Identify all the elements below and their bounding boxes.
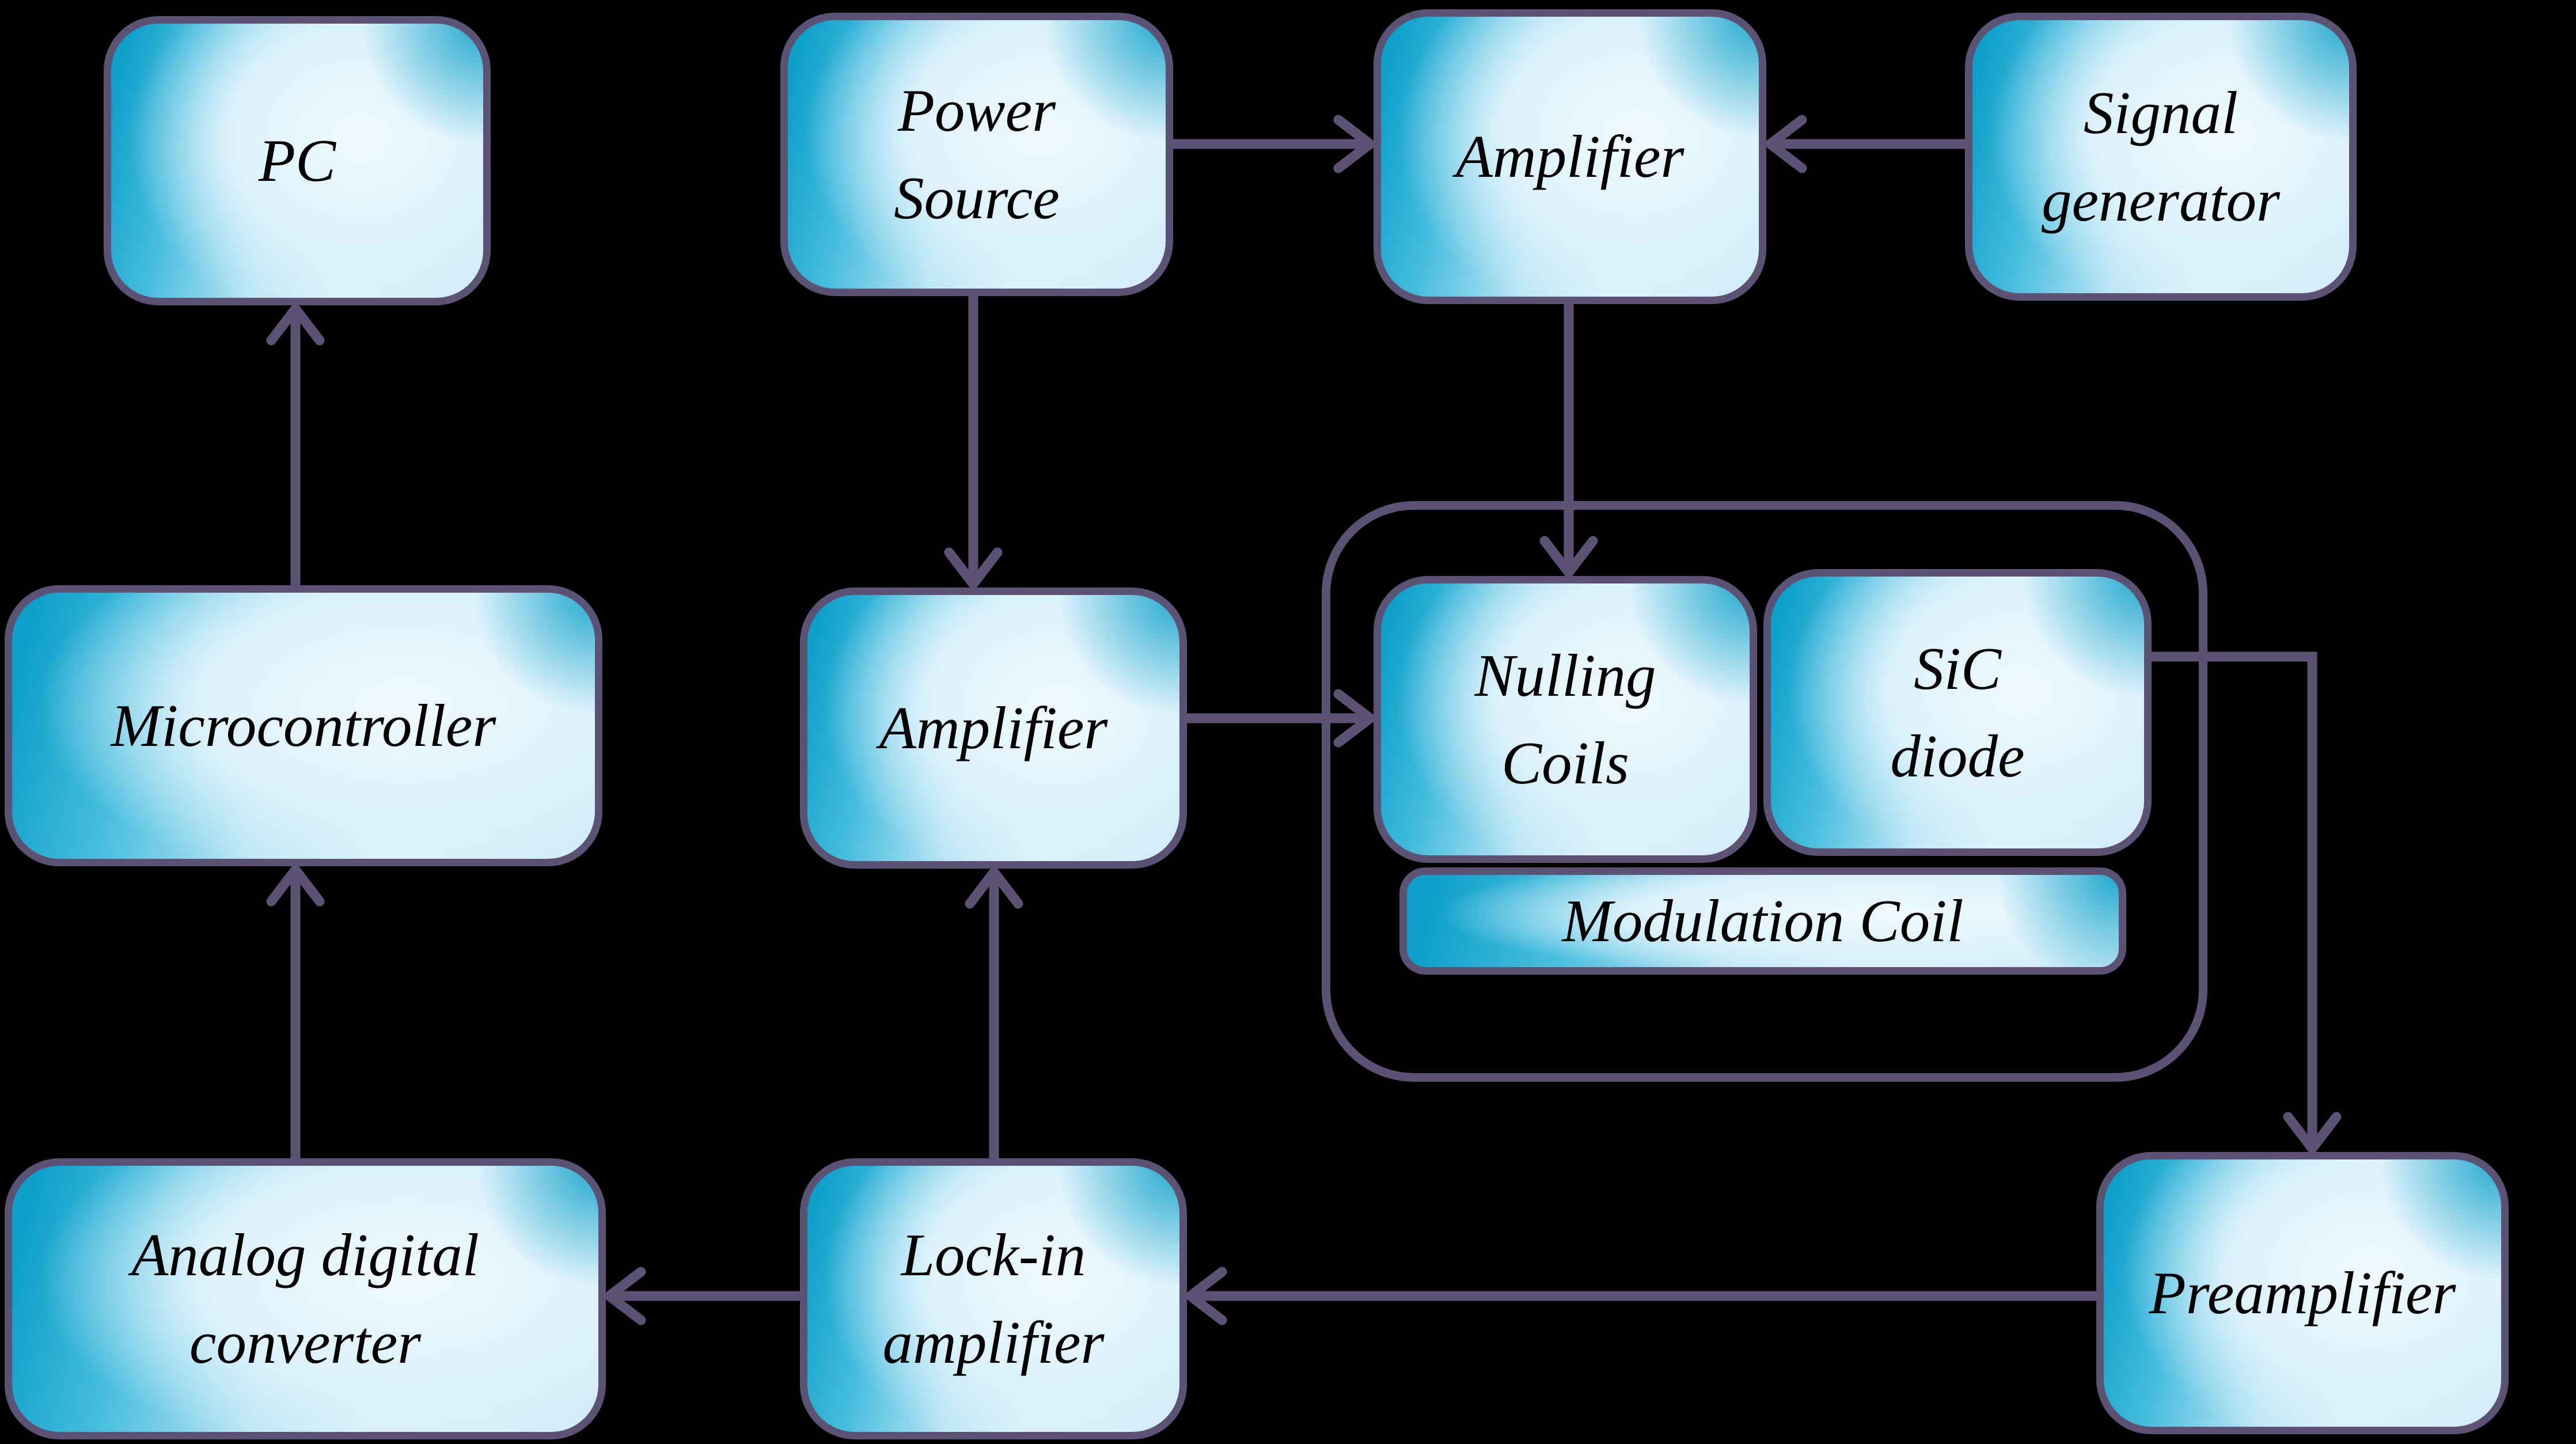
node-preamplifier: Preamplifier	[2096, 1152, 2509, 1434]
lock-in-label: Lock-in amplifier	[882, 1221, 1105, 1376]
node-sic-diode: SiC diode	[1763, 569, 2152, 856]
modulation-coil-label: Modulation Coil	[1562, 887, 1964, 955]
node-amplifier-top: Amplifier	[1374, 9, 1766, 304]
signal-generator-label: Signal generator	[2041, 78, 2281, 234]
pc-label: PC	[258, 126, 336, 194]
node-nulling-coils: Nulling Coils	[1374, 576, 1757, 863]
node-adc: Analog digital converter	[5, 1158, 606, 1439]
preamplifier-label: Preamplifier	[2149, 1259, 2456, 1326]
node-modulation-coil: Modulation Coil	[1399, 867, 2126, 975]
node-microcontroller: Microcontroller	[5, 585, 602, 866]
amplifier-top-label: Amplifier	[1455, 122, 1685, 190]
node-power-source: Power Source	[780, 13, 1173, 296]
node-amplifier-mid: Amplifier	[800, 588, 1187, 869]
sic-diode-label: SiC diode	[1890, 634, 2025, 790]
node-pc: PC	[104, 16, 491, 305]
node-signal-generator: Signal generator	[1965, 13, 2357, 301]
node-lock-in: Lock-in amplifier	[800, 1158, 1187, 1439]
amplifier-mid-label: Amplifier	[879, 693, 1108, 761]
adc-label: Analog digital converter	[131, 1221, 479, 1376]
microcontroller-label: Microcontroller	[111, 691, 496, 759]
power-source-label: Power Source	[894, 76, 1060, 232]
nulling-coils-label: Nulling Coils	[1474, 641, 1656, 797]
